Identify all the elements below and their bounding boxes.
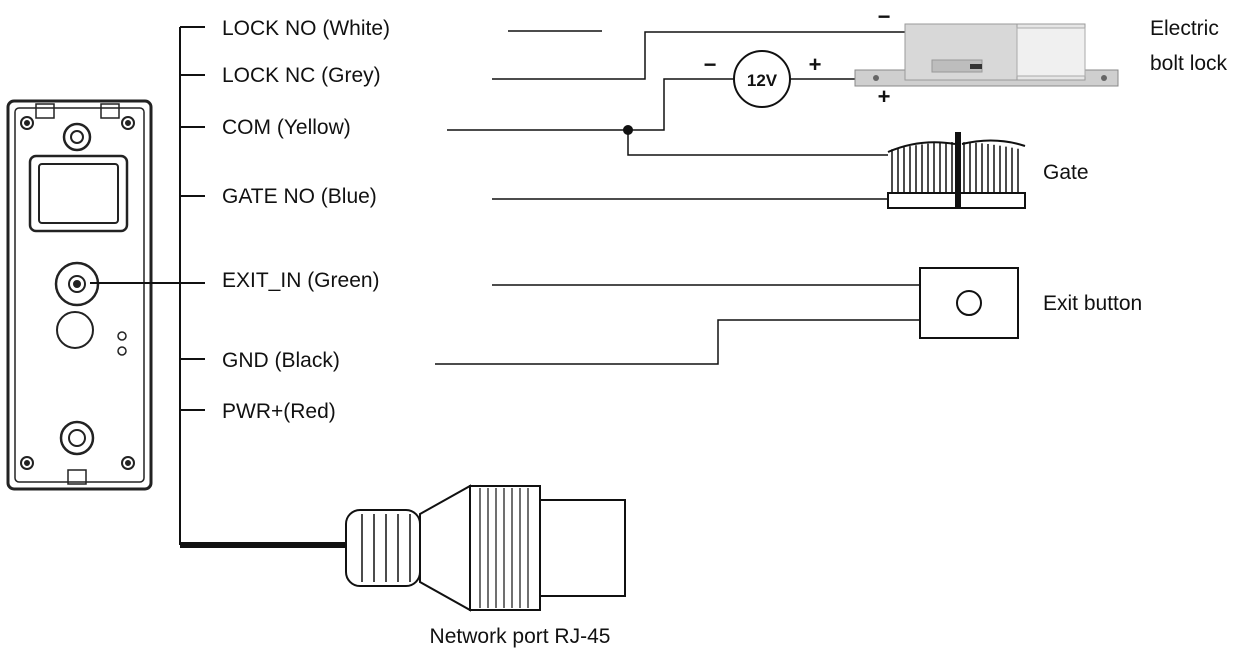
gate-label: Gate [1043,161,1089,184]
screw-bottom-right [121,456,135,470]
wire-label-gate-no: GATE NO (Blue) [222,185,377,208]
electric-bolt-lock: − + [854,4,1119,109]
light-sensor [56,311,94,349]
lock-plus-terminal: + [878,84,891,109]
sensor-window-outer [28,154,129,233]
exit-button-icon [919,267,1019,339]
bottom-button [59,420,95,456]
rj45-taper [419,484,471,612]
gnd-wire [435,319,920,365]
rj45-sleeve [345,509,421,587]
wire-label-lock-nc: LOCK NC (Grey) [222,64,381,87]
com-to-gate [627,130,888,156]
power-supply-plus: + [809,52,822,77]
wire-label-com: COM (Yellow) [222,116,351,139]
screw-top-right [121,116,135,130]
screw-bottom-left [20,456,34,470]
connection-wires [435,30,920,365]
sensor-window-inner [38,163,119,224]
power-supply-voltage: 12V [747,71,778,90]
wire-label-pwr: PWR+(Red) [222,400,336,423]
lock-label-line1: Electric [1150,17,1219,40]
power-supply-circle [733,50,791,108]
lock-nc-wire [492,31,905,80]
top-lens [62,122,92,152]
top-clip-right [100,103,120,119]
lock-label-line2: bolt lock [1150,52,1228,75]
wire-labels: LOCK NO (White) LOCK NC (Grey) COM (Yell… [222,17,390,423]
led-indicator-top [117,331,127,341]
wire-label-exit-in: EXIT_IN (Green) [222,269,380,292]
power-supply-minus: − [704,52,717,77]
power-supply-12v: 12V − + [704,50,822,108]
gate-icon [887,132,1026,209]
exit-button-label: Exit button [1043,292,1142,315]
network-port-label: Network port RJ-45 [430,625,611,648]
camera-lens-inner [68,275,86,293]
wire-label-lock-no: LOCK NO (White) [222,17,390,40]
access-control-device [6,99,153,491]
lock-minus-terminal: − [878,4,891,29]
device-body [6,99,153,491]
com-to-psu-minus [628,78,734,131]
top-clip-left [35,103,55,119]
com-junction-dot [623,125,633,135]
screw-top-left [20,116,34,130]
device-inner-frame [14,107,145,483]
top-lens-inner [70,130,84,144]
lock-bolt [1016,27,1086,77]
bottom-clip [67,469,87,485]
bottom-button-inner [68,429,86,447]
rj45-plug-head [539,499,626,597]
exit-button-push [956,290,982,316]
led-indicator-bottom [117,346,127,356]
rj45-connector-icon [345,484,626,612]
wire-harness [90,26,348,548]
wire-label-gnd: GND (Black) [222,349,340,372]
